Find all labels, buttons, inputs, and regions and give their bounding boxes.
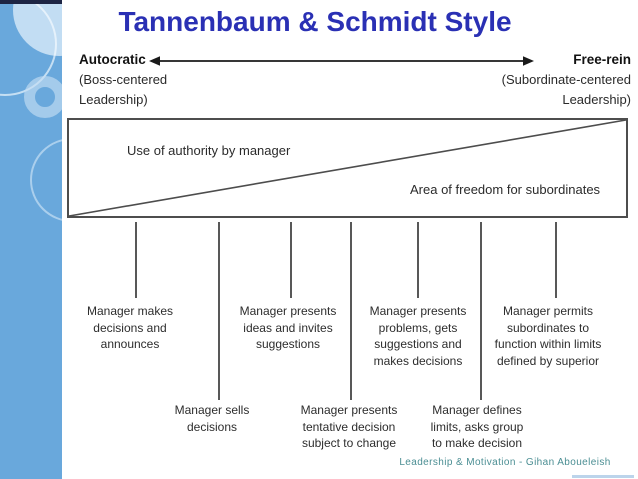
arrow-right-head — [523, 56, 534, 66]
autocratic-label: Autocratic — [79, 52, 146, 67]
behavior-label-tentative-decision: Manager presents tentative decision subj… — [300, 403, 398, 450]
diagonal-divider-line — [69, 120, 626, 216]
connector-line — [218, 222, 220, 400]
bottom-accent-strip — [572, 475, 634, 478]
authority-area-label: Use of authority by manager — [127, 143, 291, 158]
subordinate-centered-sublabel: (Subordinate-centered Leadership) — [501, 72, 631, 107]
arrow-left-head — [149, 56, 160, 66]
authority-freedom-box: Use of authority by manager Area of free… — [67, 118, 628, 218]
autocratic-end-label-group: Autocratic (Boss-centered Leadership) — [79, 51, 167, 110]
page-title: Tannenbaum & Schmidt Style — [118, 6, 512, 37]
decorative-circle-outline-small — [30, 138, 62, 222]
footer-credit: Leadership & Motivation - Gihan Abouelei… — [399, 457, 611, 468]
connector-line — [290, 222, 292, 298]
behavior-label-sells-decisions: Manager sells decisions — [174, 403, 250, 434]
sidebar-decoration — [0, 0, 62, 479]
boss-centered-sublabel: (Boss-centered Leadership) — [79, 72, 168, 107]
sidebar-top-accent-bar — [0, 0, 62, 4]
behavior-label-permits-subordinates: Manager permits subordinates to function… — [494, 304, 602, 368]
free-rein-label: Free-rein — [573, 52, 631, 67]
behavior-label-defines-limits: Manager defines limits, asks group to ma… — [430, 403, 524, 450]
free-rein-end-label-group: Free-rein (Subordinate-centered Leadersh… — [502, 51, 631, 110]
decorative-ring — [24, 76, 62, 118]
connector-line — [480, 222, 482, 400]
connector-line — [135, 222, 137, 298]
behavior-label-makes-decisions: Manager makes decisions and announces — [86, 304, 174, 351]
freedom-area-label: Area of freedom for subordinates — [410, 182, 601, 197]
connector-line — [417, 222, 419, 298]
connector-line — [350, 222, 352, 400]
behavior-label-presents-problems: Manager presents problems, gets suggesti… — [369, 304, 467, 368]
behavior-label-presents-ideas: Manager presents ideas and invites sugge… — [239, 304, 337, 351]
double-headed-arrow — [149, 56, 534, 66]
connector-line — [555, 222, 557, 298]
